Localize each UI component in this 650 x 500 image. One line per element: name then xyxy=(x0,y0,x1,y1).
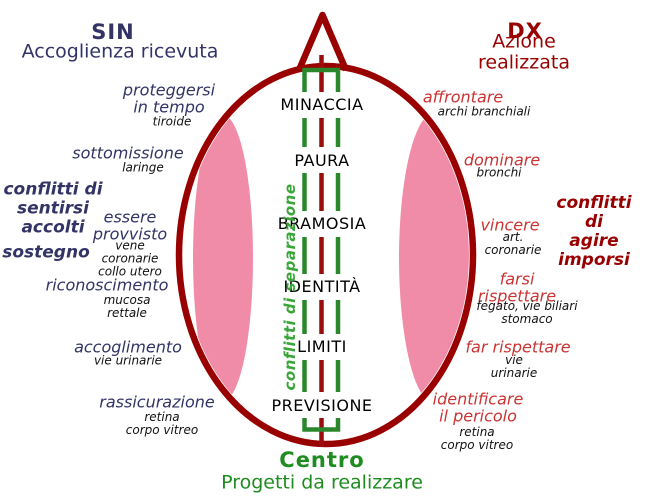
head-outline-ellipse xyxy=(175,62,477,448)
organ-fegato-stomaco: fegato, vie biliari stomaco xyxy=(476,299,578,326)
centro-subtitle: Progetti da realizzare xyxy=(221,471,423,494)
organ-vie-urinarie-right: vie urinarie xyxy=(490,353,538,380)
centro-title: Centro xyxy=(279,448,365,473)
label-farsi-rispettare: farsi rispettare xyxy=(477,269,557,306)
organ-art-coronarie: art. coronarie xyxy=(484,230,542,257)
right-pink-lens xyxy=(399,113,469,403)
left-conflict-block: conflitti di sentirsi accolti xyxy=(3,179,103,238)
label-accoglimento: accoglimento xyxy=(74,337,182,357)
label-essere-provvisto: essere provvisto xyxy=(92,207,168,244)
label-affrontare: affrontare xyxy=(422,87,504,107)
center-item-minaccia: MINACCIA xyxy=(280,95,364,115)
apex-triangle xyxy=(296,11,349,72)
organ-archi-branchiali: archi branchiali xyxy=(437,104,531,119)
center-item-identita: IDENTITÀ xyxy=(283,277,361,297)
dx-subtitle: Azione realizzata xyxy=(478,30,570,74)
sin-title: SIN xyxy=(91,20,135,45)
left-conflict-extra: sostegno xyxy=(2,242,90,263)
separation-line-green-bottom-cap xyxy=(302,418,341,432)
label-rassicurazione: rassicurazione xyxy=(99,392,215,412)
separation-axis-label: conflitti di separazione xyxy=(281,183,299,391)
organ-vie-urinarie-left: vie urinarie xyxy=(93,353,163,368)
label-identificare-pericolo: identificare il pericolo xyxy=(432,389,524,426)
organ-vene-coronarie: vene coronarie collo utero xyxy=(98,238,162,279)
center-item-paura: PAURA xyxy=(294,151,350,171)
label-vincere: vincere xyxy=(480,215,540,235)
organ-mucosa-rettale: mucosa rettale xyxy=(103,293,151,320)
right-conflict-block: conflitti di agire imporsi xyxy=(556,192,632,271)
label-dominare: dominare xyxy=(463,150,541,170)
organ-retina-right: retina corpo vitreo xyxy=(440,425,514,452)
organ-bronchi: bronchi xyxy=(476,165,522,180)
organ-laringe: laringe xyxy=(122,160,164,175)
label-sottomissione: sottomissione xyxy=(72,143,184,163)
label-riconoscimento: riconoscimento xyxy=(45,275,169,295)
sin-subtitle: Accoglienza ricevuta xyxy=(21,40,219,63)
separation-line-green-top-cap xyxy=(302,67,341,92)
left-pink-lens xyxy=(193,115,253,401)
label-proteggersi: proteggersi in tempo xyxy=(122,80,216,117)
dx-title: DX xyxy=(507,19,543,44)
organ-retina-left: retina corpo vitreo xyxy=(125,410,199,437)
label-far-rispettare: far rispettare xyxy=(465,337,571,357)
organ-tiroide: tiroide xyxy=(152,114,192,129)
center-item-previsione: PREVISIONE xyxy=(271,396,373,416)
center-item-bramosia: BRAMOSIA xyxy=(277,214,367,234)
center-item-limiti: LIMITI xyxy=(297,337,347,357)
